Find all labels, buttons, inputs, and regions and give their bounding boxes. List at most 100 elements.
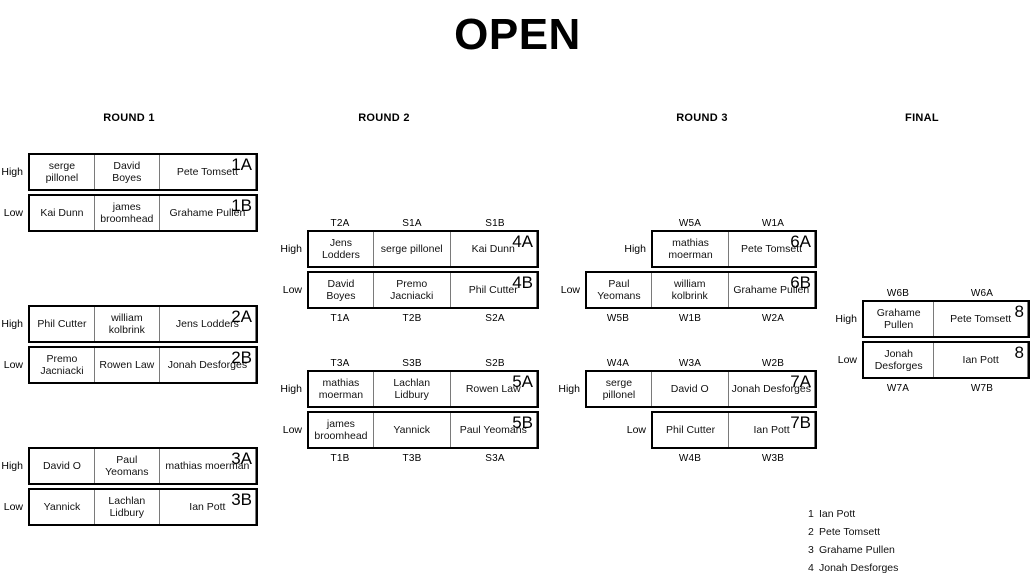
seed-label-high: High	[558, 383, 580, 395]
player-cell[interactable]: Jens Lodders	[160, 307, 257, 341]
seed-label-low: Low	[3, 207, 23, 219]
result-rank: 4	[808, 562, 814, 574]
player-cell[interactable]: Pete Tomsett	[160, 155, 257, 189]
seed-label-high: High	[280, 383, 302, 395]
round-header-final: FINAL	[905, 112, 939, 124]
player-cell[interactable]: Jonah Desforges	[160, 348, 257, 382]
result-entry: 2 Pete Tomsett	[808, 523, 898, 541]
player-cell[interactable]: Paul Yeomans	[587, 273, 652, 307]
player-cell[interactable]: james broomhead	[95, 196, 160, 230]
player-cell[interactable]: David O	[652, 372, 729, 406]
player-cell[interactable]: Jens Lodders	[309, 232, 374, 266]
player-cell[interactable]: Ian Pott	[934, 343, 1028, 377]
player-cell[interactable]: mathias moerman	[309, 372, 374, 406]
player-cell[interactable]: Paul Yeomans	[95, 449, 160, 483]
bracket-source-tag: S2B	[485, 358, 505, 369]
bracket-source-tag: W1A	[761, 218, 785, 229]
player-cell[interactable]: william kolbrink	[652, 273, 729, 307]
player-cell[interactable]: Yannick	[374, 413, 451, 447]
result-rank: 2	[808, 526, 814, 538]
player-cell[interactable]: Grahame Pullen	[864, 302, 935, 336]
player-cell[interactable]: Kai Dunn	[451, 232, 537, 266]
seed-label-high: High	[624, 243, 646, 255]
player-cell[interactable]: Ian Pott	[160, 490, 257, 524]
player-cell[interactable]: Grahame Pullen	[729, 273, 815, 307]
player-cell[interactable]: Jonah Desforges	[729, 372, 815, 406]
player-cell[interactable]: Pete Tomsett	[934, 302, 1028, 336]
bracket-source-tag: W5A	[678, 218, 702, 229]
player-cell[interactable]: David Boyes	[309, 273, 374, 307]
player-cell[interactable]: Paul Yeomans	[451, 413, 537, 447]
player-cell[interactable]: Pete Tomsett	[729, 232, 815, 266]
player-cell[interactable]: Phil Cutter	[653, 413, 730, 447]
player-cell[interactable]: Jonah Desforges	[864, 343, 935, 377]
player-cell[interactable]: william kolbrink	[95, 307, 160, 341]
player-cell[interactable]: Kai Dunn	[30, 196, 95, 230]
bracket-source-tag: W4B	[678, 453, 702, 464]
player-cell[interactable]: serge pillonel	[30, 155, 95, 189]
player-cell[interactable]: Yannick	[30, 490, 95, 524]
bracket-source-tag: S3A	[485, 453, 505, 464]
bracket-source-tag: W5B	[606, 313, 630, 324]
result-name: Grahame Pullen	[819, 544, 895, 556]
round-header-3: ROUND 3	[676, 112, 728, 124]
bracket-source-tag: T1B	[330, 453, 350, 464]
seed-label-high: High	[835, 313, 857, 325]
seed-label-high: High	[280, 243, 302, 255]
player-cell[interactable]: Lachlan Lidbury	[95, 490, 160, 524]
seed-label-low: Low	[3, 359, 23, 371]
bracket-source-tag: T2A	[330, 218, 350, 229]
player-cell[interactable]: Grahame Pullen	[160, 196, 257, 230]
seed-label-low: Low	[626, 424, 646, 436]
player-cell[interactable]: David O	[30, 449, 95, 483]
player-cell[interactable]: james broomhead	[309, 413, 374, 447]
seed-label-high: High	[1, 166, 23, 178]
player-cell[interactable]: Rowen Law	[95, 348, 160, 382]
bracket-source-tag: W3A	[678, 358, 702, 369]
player-cell[interactable]: David Boyes	[95, 155, 160, 189]
bracket-source-tag: S3B	[402, 358, 422, 369]
bracket-source-tag: T1A	[330, 313, 350, 324]
player-cell[interactable]: mathias moerman	[653, 232, 730, 266]
result-name: Ian Pott	[819, 508, 856, 520]
bracket-source-tag: T2B	[402, 313, 422, 324]
bracket-source-tag: S1A	[402, 218, 422, 229]
player-cell[interactable]: Rowen Law	[451, 372, 537, 406]
bracket-source-tag: W3B	[761, 453, 785, 464]
player-cell[interactable]: Premo Jacniacki	[374, 273, 451, 307]
bracket-source-tag: W7A	[886, 383, 910, 394]
seed-label-high: High	[1, 460, 23, 472]
player-cell[interactable]: serge pillonel	[587, 372, 652, 406]
player-cell[interactable]: Phil Cutter	[30, 307, 95, 341]
bracket-source-tag: W2B	[761, 358, 785, 369]
round-header-2: ROUND 2	[358, 112, 410, 124]
player-cell[interactable]: Lachlan Lidbury	[374, 372, 451, 406]
player-cell[interactable]: Ian Pott	[729, 413, 815, 447]
bracket-source-tag: W1B	[678, 313, 702, 324]
seed-label-low: Low	[560, 284, 580, 296]
player-cell[interactable]: Premo Jacniacki	[30, 348, 95, 382]
player-cell[interactable]: serge pillonel	[374, 232, 451, 266]
result-name: Pete Tomsett	[819, 526, 881, 538]
player-cell[interactable]: mathias moerman	[160, 449, 257, 483]
bracket-source-tag: W7B	[970, 383, 994, 394]
player-cell[interactable]: Phil Cutter	[451, 273, 537, 307]
